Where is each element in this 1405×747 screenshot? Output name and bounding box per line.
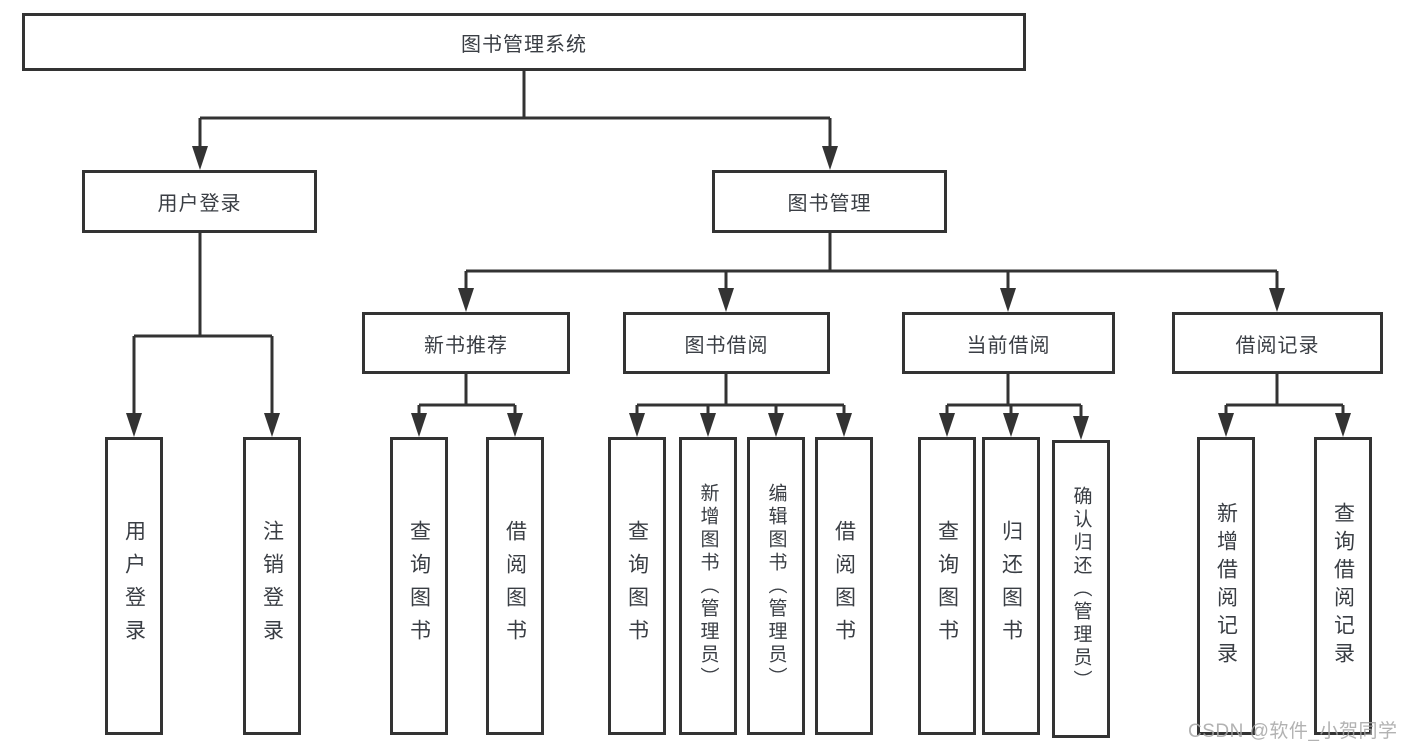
leaf-query-books-recommend: 查询图书 [390, 437, 448, 735]
leaf-add-borrow-record: 新增借阅记录 [1197, 437, 1255, 735]
leaf-label: 确认归还（管理员） [1070, 485, 1092, 693]
leaf-query-books-current: 查询图书 [918, 437, 976, 735]
node-user-login: 用户登录 [82, 170, 317, 233]
node-label: 用户登录 [157, 193, 242, 215]
leaf-confirm-return-admin: 确认归还（管理员） [1052, 440, 1110, 738]
leaf-label: 借阅图书 [503, 520, 527, 652]
leaf-user-login: 用户登录 [105, 437, 163, 735]
leaf-label: 注销登录 [260, 520, 284, 652]
node-book-management: 图书管理 [712, 170, 947, 233]
leaf-label: 归还图书 [999, 520, 1023, 652]
leaf-add-books-admin: 新增图书（管理员） [679, 437, 737, 735]
leaf-label: 查询图书 [407, 520, 431, 652]
leaf-query-books-borrowing: 查询图书 [608, 437, 666, 735]
leaf-label: 查询图书 [625, 520, 649, 652]
leaf-return-books: 归还图书 [982, 437, 1040, 735]
node-library-management-system: 图书管理系统 [22, 13, 1026, 71]
leaf-logout: 注销登录 [243, 437, 301, 735]
node-book-borrowing: 图书借阅 [623, 312, 830, 374]
csdn-watermark: CSDN @软件_小贺同学 [1188, 721, 1398, 742]
node-label: 图书管理 [787, 193, 872, 215]
leaf-label: 借阅图书 [832, 520, 856, 652]
leaf-label: 查询借阅记录 [1331, 502, 1355, 670]
node-label: 图书管理系统 [461, 33, 587, 56]
node-label: 新书推荐 [424, 334, 508, 357]
node-current-borrowing: 当前借阅 [902, 312, 1115, 374]
leaf-label: 编辑图书（管理员） [765, 482, 787, 690]
leaf-label: 新增图书（管理员） [697, 482, 719, 690]
node-borrow-records: 借阅记录 [1172, 312, 1383, 374]
node-label: 借阅记录 [1235, 334, 1320, 357]
leaf-borrow-books: 借阅图书 [815, 437, 873, 735]
leaf-label: 查询图书 [935, 520, 959, 652]
node-label: 当前借阅 [966, 334, 1051, 357]
node-label: 图书借阅 [684, 334, 769, 357]
leaf-label: 新增借阅记录 [1214, 502, 1238, 670]
node-new-book-recommend: 新书推荐 [362, 312, 570, 374]
leaf-edit-books-admin: 编辑图书（管理员） [747, 437, 805, 735]
leaf-label: 用户登录 [122, 520, 146, 652]
leaf-borrow-books-recommend: 借阅图书 [486, 437, 544, 735]
leaf-query-borrow-record: 查询借阅记录 [1314, 437, 1372, 735]
